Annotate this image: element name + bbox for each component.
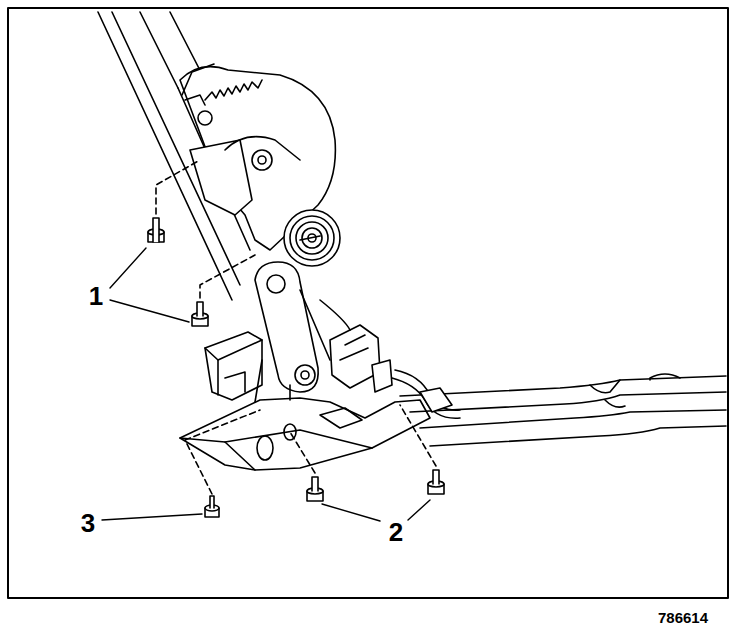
bolt <box>148 218 444 517</box>
leader-line <box>102 248 430 521</box>
figure-number: 786614 <box>658 610 708 625</box>
coil-spring <box>284 210 340 266</box>
wire-harness <box>320 300 460 418</box>
callout-number: 3 <box>81 510 95 536</box>
link-arm <box>255 262 330 392</box>
stop-block <box>205 332 262 400</box>
base-bracket <box>180 360 430 470</box>
alignment-line <box>156 160 436 494</box>
callout-number: 2 <box>389 519 403 545</box>
latch-module <box>330 325 392 392</box>
figure-frame <box>8 8 728 598</box>
callout-number: 1 <box>89 283 103 309</box>
